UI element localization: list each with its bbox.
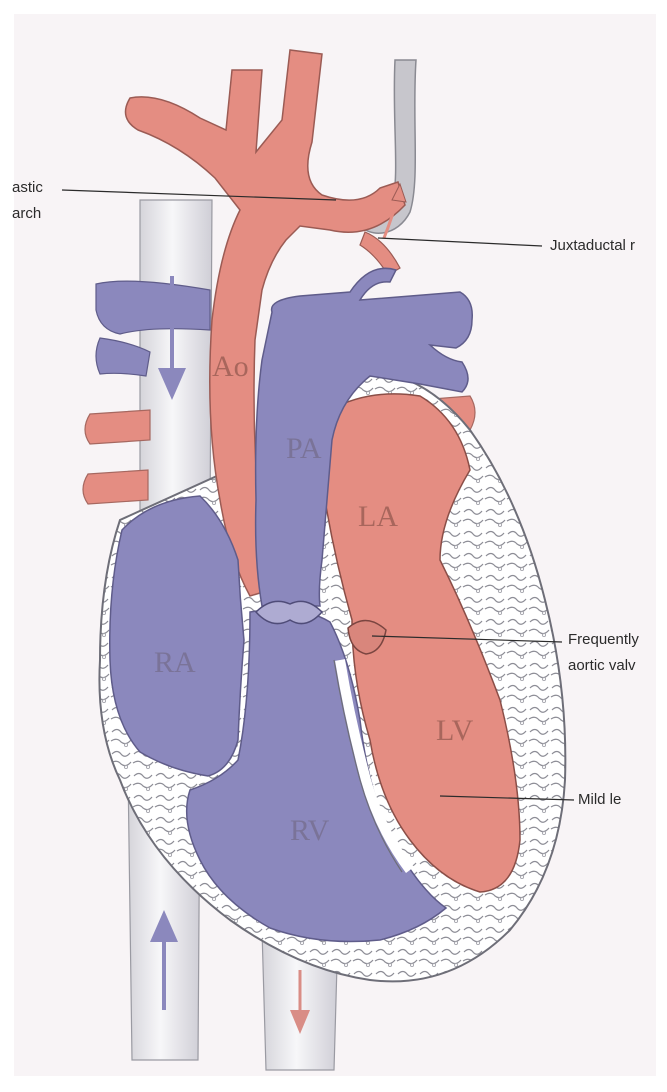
pulmonary-valve bbox=[254, 600, 324, 625]
arrow-down-aorta bbox=[290, 970, 310, 1034]
callout-arch-line2: arch bbox=[12, 204, 42, 222]
arrow-ductus bbox=[382, 182, 407, 239]
right-pulmonary-artery bbox=[95, 280, 211, 335]
arrow-down-svc bbox=[158, 276, 186, 400]
label-pa: PA bbox=[286, 432, 322, 465]
aortic-valve bbox=[347, 619, 387, 655]
callout-juxtaductal-text: Juxtaductal r bbox=[550, 237, 636, 254]
interventricular-septum bbox=[335, 659, 415, 873]
leader-arch bbox=[61, 189, 337, 201]
label-la: LA bbox=[358, 500, 398, 533]
arrow-up-ivc bbox=[150, 910, 178, 1010]
pulmonary-vein-left-lower bbox=[82, 469, 149, 505]
right-atrium bbox=[109, 495, 245, 777]
label-lv: LV bbox=[436, 714, 474, 747]
callout-valve-line1: Frequently bbox=[568, 631, 639, 648]
pulmonary-branch-left bbox=[95, 337, 151, 377]
superior-vena-cava bbox=[139, 199, 213, 521]
callout-juxtaductal: Juxtaductal r bbox=[550, 236, 635, 256]
label-ao: Ao bbox=[212, 350, 249, 383]
label-rv: RV bbox=[290, 814, 330, 847]
right-ventricle bbox=[185, 608, 448, 943]
pulmonary-vein-left-upper bbox=[84, 409, 151, 445]
callout-mild: Mild le bbox=[578, 790, 621, 810]
callout-arch-line1: astic bbox=[12, 179, 43, 196]
leader-valve bbox=[371, 635, 563, 643]
callout-arch: astic arch bbox=[12, 178, 43, 223]
septum-outline bbox=[333, 659, 403, 873]
callout-valve: Frequently aortic valv bbox=[568, 630, 639, 675]
left-atrium-ventricle bbox=[324, 393, 521, 893]
leader-juxtaductal bbox=[377, 237, 543, 247]
callout-mild-text: Mild le bbox=[578, 791, 622, 808]
pulmonary-artery bbox=[254, 267, 473, 607]
callout-valve-line2: aortic valv bbox=[568, 656, 636, 674]
leader-mild bbox=[439, 795, 575, 801]
label-ra: RA bbox=[154, 646, 196, 679]
